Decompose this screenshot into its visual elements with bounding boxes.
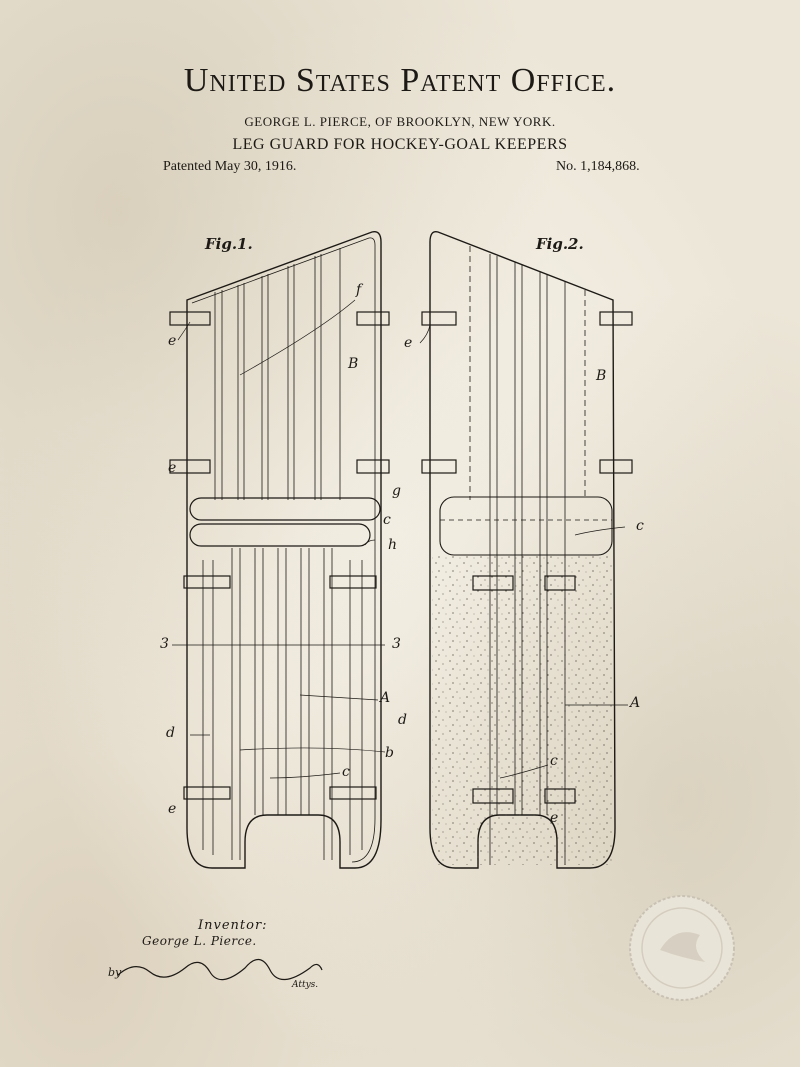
patent-title: LEG GUARD FOR HOCKEY-GOAL KEEPERS [232, 136, 568, 153]
inventor-line: GEORGE L. PIERCE, OF BROOKLYN, NEW YORK. [244, 114, 556, 129]
ref-label: e [168, 460, 177, 476]
ref-label: h [388, 537, 398, 553]
fig2-label: Fig.2. [536, 235, 584, 253]
ref-label: e [168, 801, 177, 817]
ref-label: g [392, 483, 401, 499]
patent-number: No. 1,184,868. [556, 159, 640, 174]
ref-label: A [630, 695, 641, 711]
attorney-signature [117, 958, 323, 981]
seal-icon [629, 895, 735, 1001]
ref-label: 3 [392, 636, 401, 652]
inventor-name: George L. Pierce. [142, 934, 257, 948]
inventor-heading: Inventor: [198, 918, 268, 933]
ref-label: c [342, 764, 350, 780]
ref-label: f [356, 282, 362, 298]
ref-label: d [166, 725, 175, 741]
ref-label: c [636, 518, 644, 534]
ref-label: B [348, 356, 359, 372]
ref-label: c [383, 512, 391, 528]
fig1-label: Fig.1. [205, 235, 253, 253]
figure-2-rear-view [419, 231, 633, 869]
ref-label: e [168, 333, 177, 349]
ref-label: B [596, 368, 607, 384]
patent-office-title: United States Patent Office. [183, 62, 617, 99]
ref-label: b [385, 745, 394, 761]
ref-label: c [550, 753, 558, 769]
figure-1-front-view [169, 231, 390, 869]
attorney-suffix: Attys. [292, 980, 319, 990]
patented-date: Patented May 30, 1916. [163, 159, 297, 174]
ref-label: e [550, 810, 559, 826]
ref-label: A [380, 690, 391, 706]
ref-label: d [398, 712, 407, 728]
attorney-prefix: by [108, 966, 122, 979]
ref-label: 3 [160, 636, 169, 652]
ref-label: e [404, 335, 413, 351]
